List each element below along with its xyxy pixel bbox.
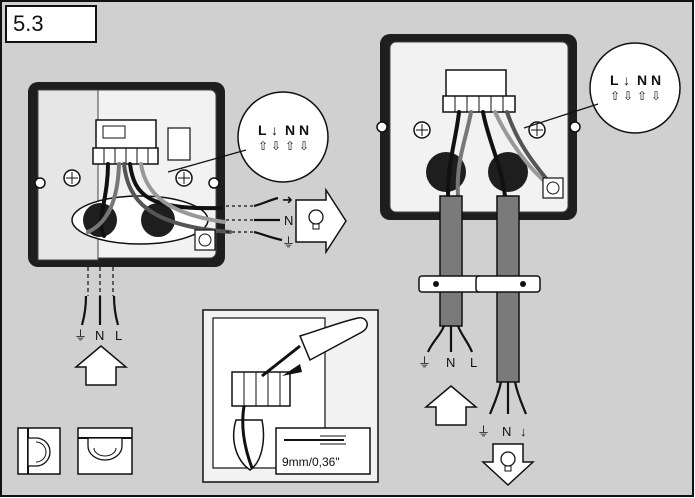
detail-finger (232, 419, 265, 471)
left-input-label-3: L (115, 328, 122, 343)
left-legend-arrow-1: ⇧ (258, 139, 268, 153)
right-input-label-1: ⏚ (418, 355, 431, 370)
right-input-cable (439, 195, 463, 327)
detail-terminal-block (231, 371, 291, 407)
right-mount-hole-left (376, 121, 388, 133)
left-output-label-2: N (284, 213, 293, 228)
right-legend-arrow-3: ⇧ (637, 89, 647, 103)
ceiling-mount-icon (77, 427, 133, 475)
left-legend-arrow-2: ⇩ (271, 139, 281, 153)
right-legend-letter-1: L (610, 72, 619, 88)
right-input-arrow-icon (423, 385, 479, 426)
left-side-connector (167, 127, 191, 161)
right-output-label-2: N (502, 424, 511, 439)
left-mount-hole-right (208, 177, 220, 189)
right-output-label-1: ⏚ (477, 424, 490, 439)
right-input-label-2: N (446, 355, 455, 370)
detail-screwdriver (261, 344, 301, 378)
step-number: 5.3 (5, 5, 97, 43)
lamp-icon (308, 209, 324, 230)
lamp-icon (500, 451, 516, 472)
right-legend-arrow-2: ⇩ (623, 89, 633, 103)
right-relay (445, 69, 507, 99)
left-legend-arrow-4: ⇩ (299, 139, 309, 153)
strip-length-label: 9mm/0,36" (282, 455, 340, 469)
left-input-label-1: ⏚ (74, 328, 87, 343)
right-output-label-3: ↓ (520, 424, 527, 439)
left-relay-part (102, 125, 126, 139)
right-strain-relief-1 (418, 275, 484, 293)
left-mount-hole-left (34, 177, 46, 189)
right-strain-relief-2 (475, 275, 541, 293)
right-legend-letter-3: N (637, 72, 647, 88)
right-legend-letter-4: N (651, 72, 661, 88)
right-input-label-3: L (470, 355, 477, 370)
right-mount-hole-right (569, 121, 581, 133)
left-output-label-1: ➜ (282, 192, 293, 207)
left-legend-letter-1: L (258, 122, 267, 138)
left-input-arrow-icon (73, 345, 129, 386)
left-terminal-legend (237, 91, 329, 183)
left-input-label-2: N (95, 328, 104, 343)
left-relay (95, 119, 157, 151)
left-legend-letter-2: ↓ (271, 122, 278, 138)
left-legend-letter-4: N (299, 122, 309, 138)
right-legend-arrow-4: ⇩ (651, 89, 661, 103)
right-legend-arrow-1: ⇧ (610, 89, 620, 103)
detail-inset (202, 309, 379, 483)
left-device (28, 82, 347, 386)
left-output-label-3: ⏚ (282, 235, 295, 250)
left-legend-letter-3: N (285, 122, 295, 138)
right-legend-letter-2: ↓ (623, 72, 630, 88)
left-legend-arrow-3: ⇧ (285, 139, 295, 153)
right-terminal-legend (589, 42, 681, 134)
wall-mount-icon (17, 427, 61, 475)
detail-hand (298, 317, 368, 362)
right-device (376, 34, 681, 487)
